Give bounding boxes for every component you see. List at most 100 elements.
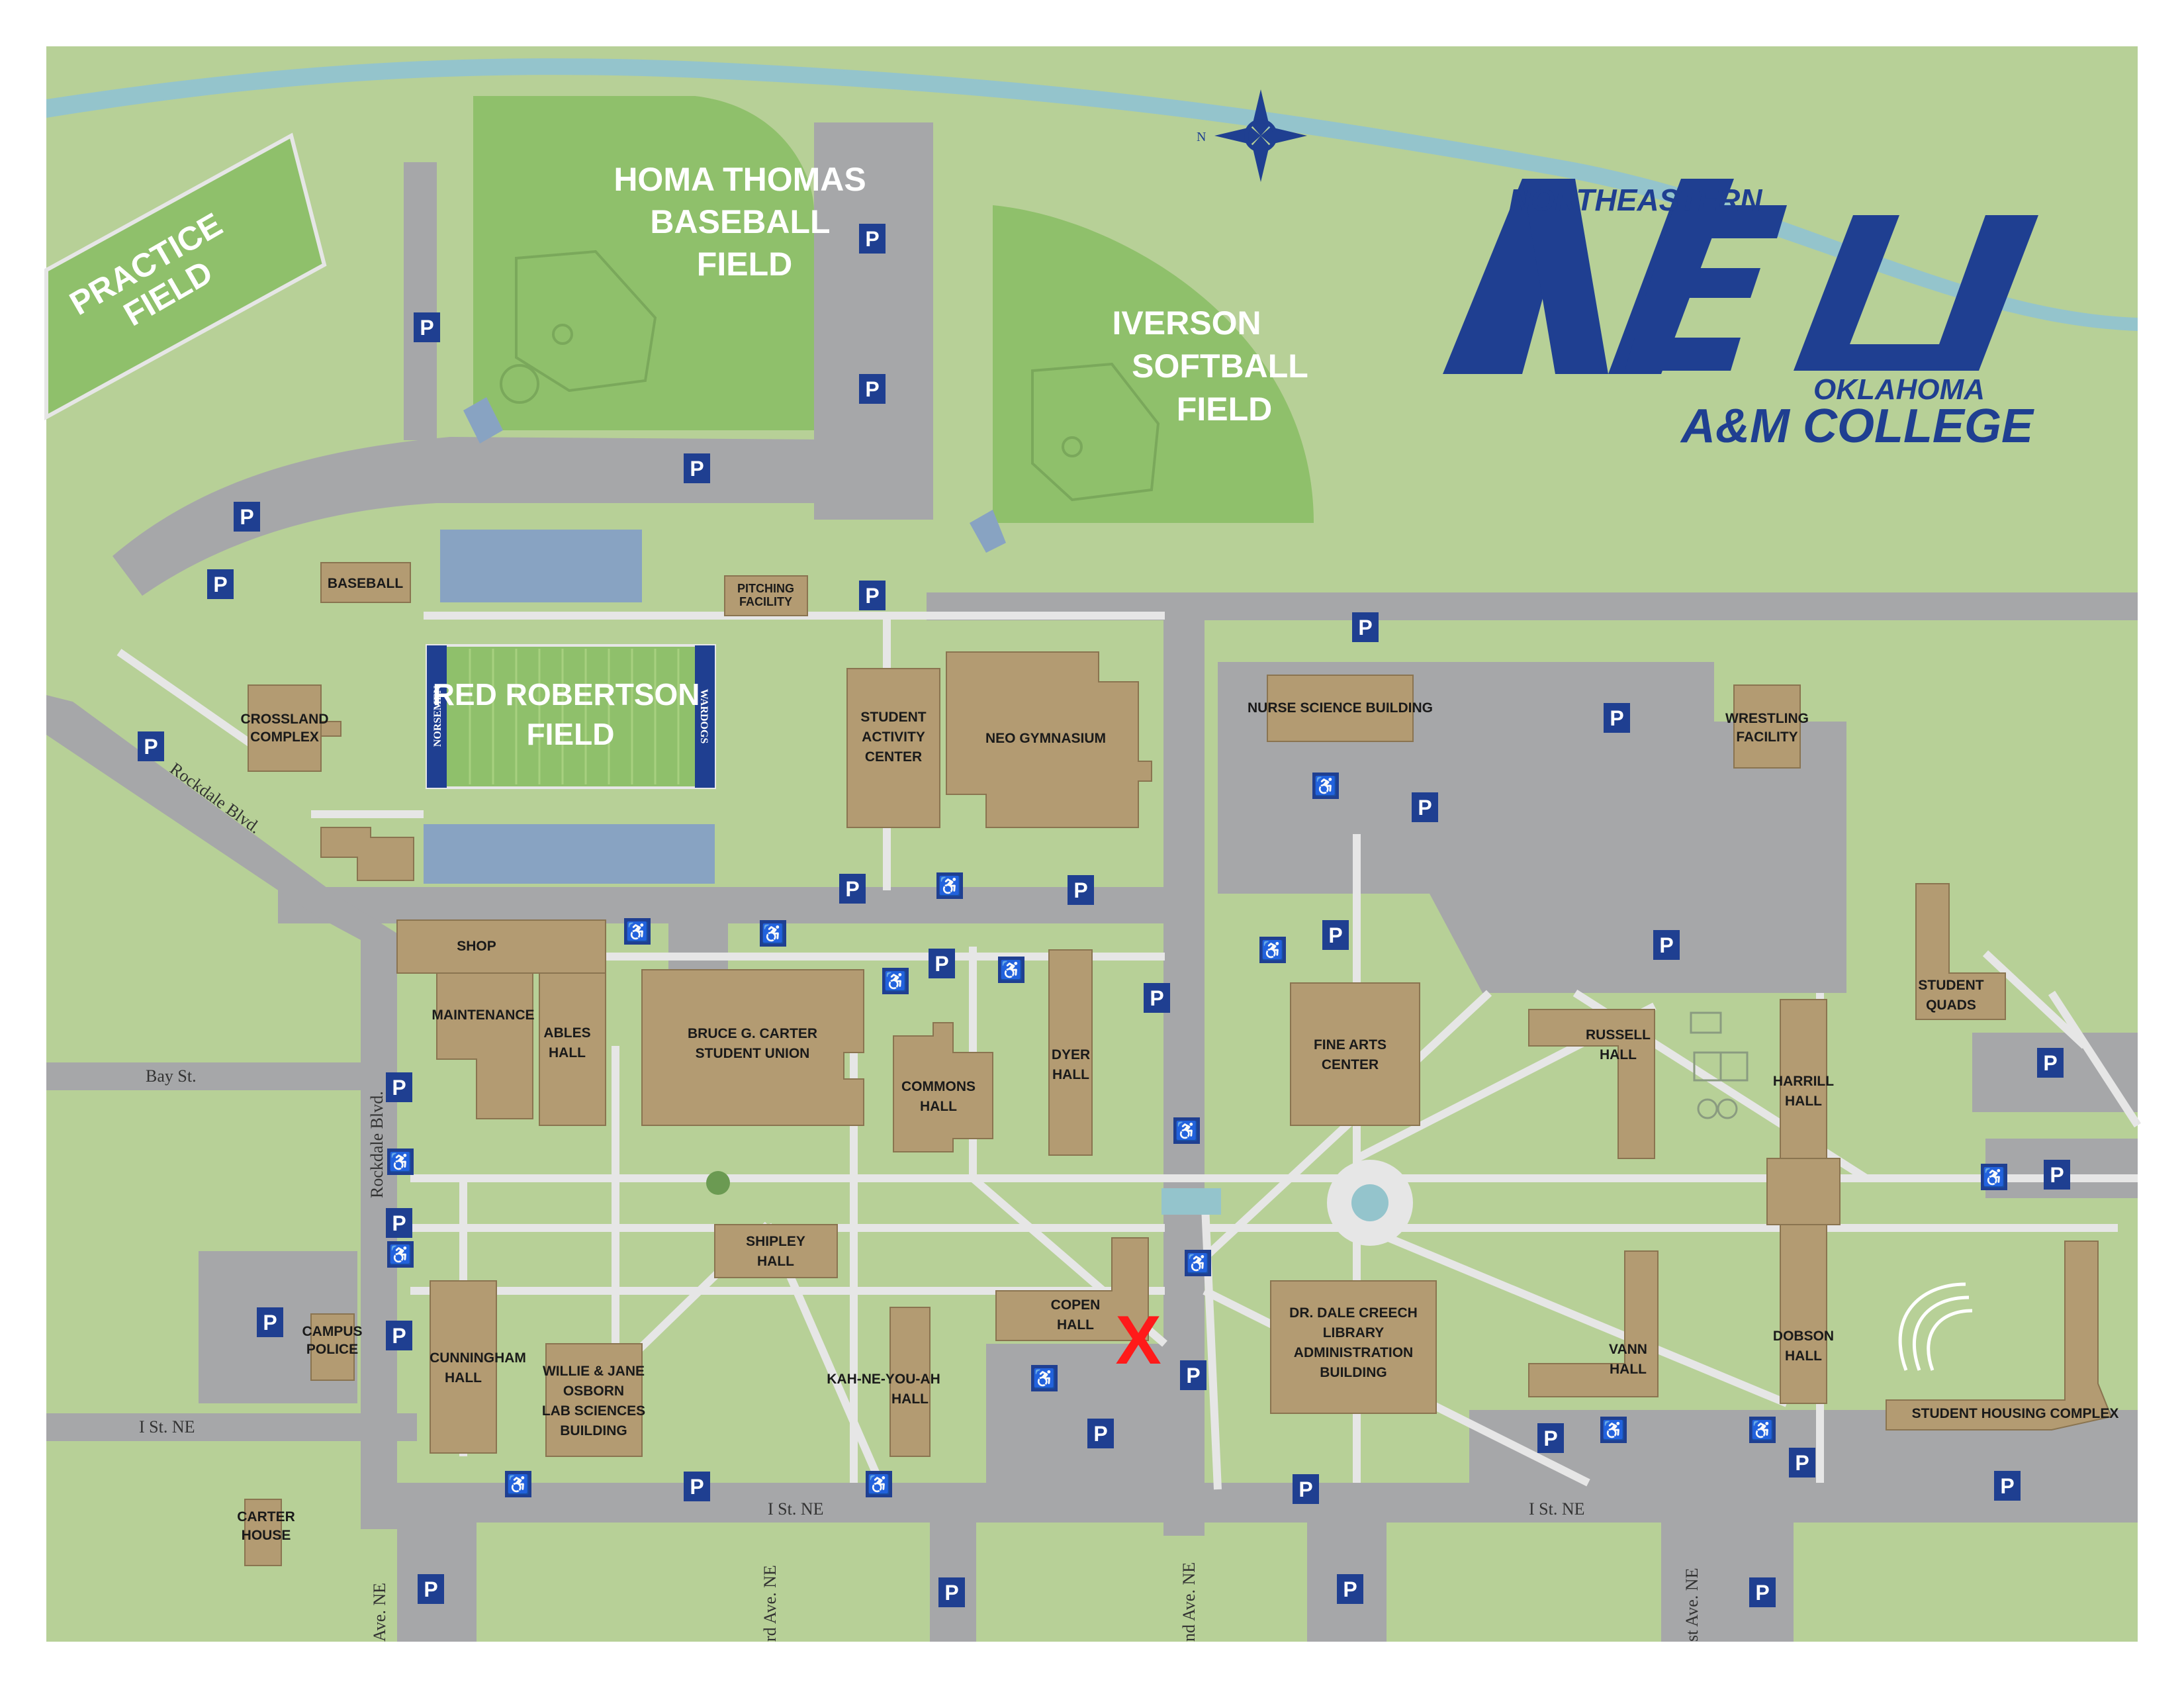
svg-text:♿: ♿ (389, 1244, 412, 1266)
accessible-icon: ♿ (998, 957, 1024, 983)
parking-icon: P (257, 1307, 283, 1337)
svg-text:P: P (690, 457, 704, 481)
parking-icon: P (418, 1574, 444, 1604)
svg-text:♿: ♿ (1314, 775, 1338, 797)
street-i-st-mid: I St. NE (768, 1499, 824, 1519)
parking-icon: P (2044, 1160, 2070, 1190)
street-rockdale-vertical: Rockdale Blvd. (367, 1091, 387, 1198)
accessible-icon: ♿ (1312, 773, 1339, 799)
svg-text:P: P (263, 1311, 277, 1335)
building-baseball: BASEBALL (320, 562, 411, 603)
svg-text:P: P (420, 316, 433, 340)
parking-icon: P (859, 581, 886, 610)
svg-text:P: P (424, 1577, 437, 1601)
svg-text:♿: ♿ (1033, 1368, 1056, 1389)
svg-text:♿: ♿ (938, 875, 962, 897)
parking-icon: P (1749, 1577, 1776, 1607)
svg-text:P: P (2043, 1051, 2057, 1075)
parking-icon: P (929, 949, 955, 978)
svg-text:♿: ♿ (1000, 959, 1023, 981)
accessible-icon: ♿ (1259, 937, 1286, 963)
parking-icon: P (386, 1072, 412, 1102)
accessible-icon: ♿ (387, 1241, 414, 1268)
street-bay: Bay St. (146, 1066, 197, 1086)
svg-text:P: P (392, 1076, 406, 1100)
svg-text:HOMA THOMAS BASEBALL: HOMA THOMAS BASEBALL FIELD (614, 161, 875, 283)
svg-text:P: P (1328, 923, 1342, 947)
parking-icon: P (234, 502, 260, 532)
building-shop: SHOP (396, 919, 606, 974)
svg-text:NORSEMEN: NORSEMEN (432, 685, 443, 747)
building-maintenance: MAINTENANCE (432, 972, 535, 1119)
svg-text:OKLAHOMA: OKLAHOMA (1813, 373, 1985, 406)
svg-text:P: P (1755, 1581, 1769, 1605)
parking-icon: P (1337, 1574, 1363, 1604)
parking-icon: P (1653, 930, 1680, 960)
accessible-icon: ♿ (505, 1471, 531, 1497)
svg-text:P: P (1186, 1364, 1200, 1387)
svg-text:P: P (1150, 986, 1163, 1010)
svg-text:♿: ♿ (389, 1151, 412, 1173)
parking-icon: P (938, 1577, 965, 1607)
building-nurse-science: NURSE SCIENCE BUILDING (1248, 675, 1433, 742)
accessible-icon: ♿ (882, 968, 909, 994)
building-student-housing-complex: STUDENT HOUSING COMPLEX (1886, 1241, 2118, 1430)
parking-icon: P (2037, 1048, 2064, 1078)
parking-icon: P (207, 569, 234, 599)
red-robertson-football-field: RED ROBERTSON FIELD NORSEMEN WARDOGS (426, 644, 716, 789)
svg-text:♿: ♿ (507, 1474, 530, 1495)
accessible-icon: ♿ (1749, 1417, 1776, 1443)
parking-icon: P (1144, 983, 1170, 1013)
bleachers (424, 397, 1006, 884)
svg-text:P: P (392, 1324, 406, 1348)
parking-icon: P (1087, 1419, 1114, 1448)
svg-text:A&M COLLEGE: A&M COLLEGE (1680, 400, 2034, 453)
svg-text:IVERSON SOFTBALL F: IVERSON SOFTBALL FIELD (1113, 305, 1317, 428)
parking-icon: P (1537, 1423, 1564, 1453)
river (46, 58, 2138, 332)
parking-icon: P (1352, 612, 1379, 642)
svg-text:MAINTENANCE: MAINTENANCE (432, 1008, 534, 1023)
accessible-icon: ♿ (624, 918, 651, 945)
parking-icon: P (684, 453, 710, 483)
svg-text:P: P (1343, 1577, 1357, 1601)
svg-text:P: P (845, 877, 859, 901)
svg-text:SHOP: SHOP (457, 939, 496, 954)
accessible-icon: ♿ (866, 1471, 892, 1497)
svg-text:P: P (1610, 706, 1623, 730)
svg-text:NEO GYMNASIUM: NEO GYMNASIUM (985, 731, 1106, 746)
svg-text:BASEBALL: BASEBALL (328, 576, 404, 591)
svg-text:♿: ♿ (1602, 1419, 1625, 1441)
accessible-icon: ♿ (1600, 1417, 1627, 1443)
svg-text:♿: ♿ (868, 1474, 891, 1495)
svg-text:P: P (2050, 1163, 2064, 1187)
svg-text:P: P (2000, 1474, 2014, 1498)
svg-text:P: P (690, 1475, 704, 1499)
parking-icon: P (1604, 703, 1630, 733)
